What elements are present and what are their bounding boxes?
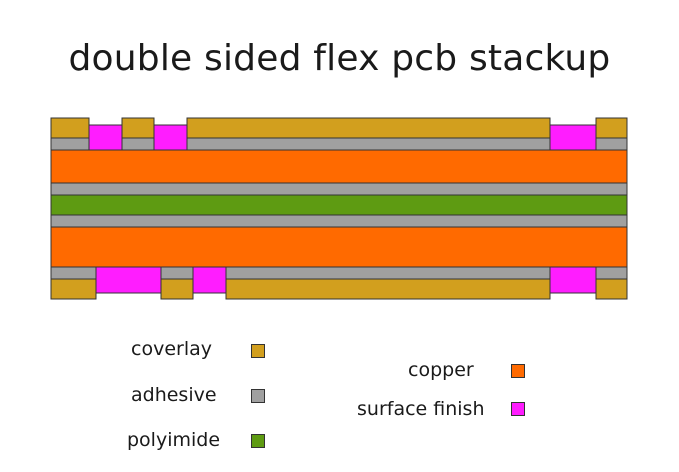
legend-label-adhesive: adhesive xyxy=(131,384,217,406)
coverlay-segment xyxy=(121,117,155,139)
adhesive-segment xyxy=(225,266,551,280)
coverlay-segment xyxy=(595,117,628,139)
legend-label-copper: copper xyxy=(408,359,474,381)
adhesive-layer xyxy=(50,214,628,228)
adhesive-segment xyxy=(50,266,97,280)
adhesive-segment xyxy=(186,137,551,151)
legend-swatch-adhesive xyxy=(251,389,265,403)
legend-swatch-surface-finish xyxy=(511,402,525,416)
surface-finish-pad xyxy=(153,124,188,151)
legend-swatch-polyimide xyxy=(251,434,265,448)
surface-finish-pad xyxy=(95,266,162,294)
legend-label-coverlay: coverlay xyxy=(131,338,212,360)
adhesive-segment xyxy=(595,137,628,151)
coverlay-segment xyxy=(186,117,551,139)
coverlay-segment xyxy=(50,278,97,300)
surface-finish-pad xyxy=(549,124,597,151)
legend-swatch-copper xyxy=(511,364,525,378)
legend-label-surface-finish: surface finish xyxy=(357,398,485,420)
polyimide-layer xyxy=(50,194,628,216)
surface-finish-pad xyxy=(88,124,123,151)
diagram-title: double sided flex pcb stackup xyxy=(68,38,611,79)
adhesive-segment xyxy=(160,266,194,280)
coverlay-segment xyxy=(160,278,194,300)
legend-swatch-coverlay xyxy=(251,344,265,358)
surface-finish-pad xyxy=(549,266,597,294)
adhesive-segment xyxy=(121,137,155,151)
copper-layer xyxy=(50,149,628,184)
adhesive-segment xyxy=(595,266,628,280)
adhesive-layer xyxy=(50,182,628,196)
coverlay-segment xyxy=(595,278,628,300)
adhesive-segment xyxy=(50,137,90,151)
copper-layer xyxy=(50,226,628,268)
legend-label-polyimide: polyimide xyxy=(127,429,221,451)
surface-finish-pad xyxy=(192,266,227,294)
coverlay-segment xyxy=(50,117,90,139)
coverlay-segment xyxy=(225,278,551,300)
